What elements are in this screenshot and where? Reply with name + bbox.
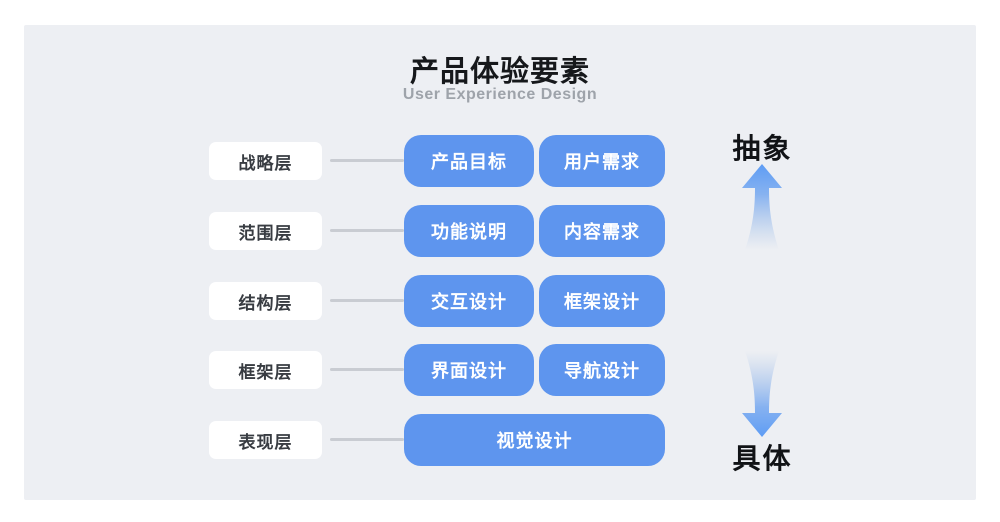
node-functional-spec: 功能说明 [404,205,534,257]
node-visual-design: 视觉设计 [404,414,665,466]
layer-label-text: 表现层 [238,432,293,452]
up-arrow-icon [742,164,782,250]
axis-label-abstract: 抽象 [732,133,793,164]
layer-label-surface: 表现层 [209,421,322,459]
layer-label-structure: 结构层 [209,282,322,320]
node-interface-design: 界面设计 [404,344,534,396]
node-product-goal: 产品目标 [404,135,534,187]
layer-label-scope: 范围层 [209,212,322,250]
node-interaction-design: 交互设计 [404,275,534,327]
connector-line [330,159,404,162]
layer-label-text: 战略层 [238,153,293,173]
page-title: 产品体验要素 [409,56,590,88]
axis-label-concrete: 具体 [732,443,793,474]
node-framework-design: 框架设计 [539,275,665,327]
connector-line [330,229,404,232]
node-content-needs: 内容需求 [539,205,665,257]
layer-label-text: 范围层 [238,223,293,243]
node-navigation-design: 导航设计 [539,344,665,396]
node-user-needs: 用户需求 [539,135,665,187]
layer-label-text: 框架层 [238,362,293,382]
layer-label-text: 结构层 [238,293,293,313]
page-subtitle: User Experience Design [402,86,598,103]
layer-label-skeleton: 框架层 [209,351,322,389]
down-arrow-icon [742,351,782,437]
connector-line [330,368,404,371]
connector-line [330,438,404,441]
connector-line [330,299,404,302]
layer-label-strategy: 战略层 [209,142,322,180]
